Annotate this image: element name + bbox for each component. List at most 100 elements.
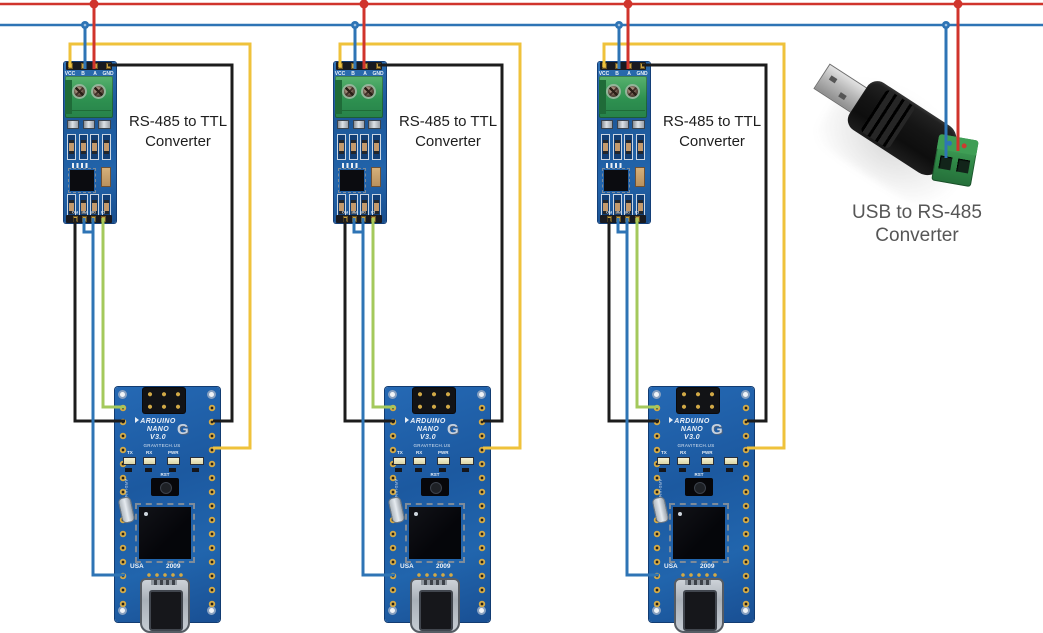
l13-led	[460, 457, 474, 465]
silkscreen-marks	[606, 163, 623, 168]
terminal-screw-icon	[606, 84, 621, 99]
arduino-nano-board-2: ARDUINO NANO V3.0 G GRAVITECH.US TX RX P…	[385, 387, 490, 633]
module-pin-vcc	[67, 63, 73, 69]
l13-led	[190, 457, 204, 465]
pwr-led	[701, 457, 714, 465]
reset-label: RST	[430, 472, 440, 477]
module-pin-re	[615, 216, 621, 222]
module-pin-re	[351, 216, 357, 222]
rs485-ttl-module-2: VCC B A GND RO R	[334, 62, 386, 223]
converter-label-line2: Converter	[415, 132, 481, 150]
led-label-rx: RX	[680, 450, 687, 455]
dongle-grip-ribs	[859, 88, 916, 150]
smd-component	[679, 468, 686, 472]
terminal-pcb-edge	[936, 133, 979, 156]
rs485-ttl-module-1: VCC B A GND RO R	[64, 62, 116, 223]
smd-resistor	[348, 134, 358, 160]
bottom-pin-row	[415, 572, 455, 578]
terminal-screw-icon	[342, 84, 357, 99]
usb-converter-label-line2: Converter	[875, 225, 959, 246]
atmega328-chip	[135, 503, 195, 563]
mini-usb-connector	[674, 578, 724, 633]
module-pin-vcc	[337, 63, 343, 69]
converter-label-line1: RS-485 to TTL	[398, 113, 498, 130]
converter-label-2: RS-485 to TTL Converter	[391, 112, 505, 151]
module-screw-terminal	[65, 76, 113, 118]
smd-component	[601, 120, 613, 129]
dongle-screw-terminal	[931, 133, 979, 188]
bottom-pin-row	[679, 572, 719, 578]
module-pin-ro	[342, 216, 348, 222]
mini-usb-connector	[410, 578, 460, 633]
smd-resistor	[67, 134, 76, 160]
reset-button	[685, 478, 713, 496]
reset-label: RST	[160, 472, 170, 477]
module-pin-b	[614, 63, 620, 69]
smd-resistor	[612, 134, 622, 160]
nano-right-pin-column	[741, 401, 751, 611]
smd-component	[726, 468, 733, 472]
smd-component	[192, 468, 199, 472]
led-label-tx: TX	[661, 450, 667, 455]
vendor-text: GRAVITECH.US	[143, 443, 181, 448]
smd-component	[462, 468, 469, 472]
smd-component	[415, 468, 422, 472]
pwr-led	[167, 457, 180, 465]
module-pin-di	[100, 216, 106, 222]
vendor-text: GRAVITECH.US	[677, 443, 715, 448]
reset-button	[151, 478, 179, 496]
terminal-screw-icon	[361, 84, 376, 99]
module-screw-terminal	[335, 76, 383, 118]
module-pin-a	[92, 63, 98, 69]
module-pin-ro	[606, 216, 612, 222]
module-pin-b	[80, 63, 86, 69]
rx-led	[677, 457, 690, 465]
usb-converter-label-line1: USB to RS-485	[852, 202, 982, 223]
smd-component	[703, 468, 710, 472]
smd-component	[617, 120, 629, 129]
smd-component	[98, 120, 111, 129]
arduino-nano-board-1: ARDUINO NANO V3.0 G GRAVITECH.US TX RX P…	[115, 387, 220, 633]
smd-component	[368, 120, 381, 129]
max485-chip	[68, 168, 96, 193]
silkscreen-marks	[72, 163, 89, 168]
nano-right-pin-column	[477, 401, 487, 611]
reset-button	[421, 478, 449, 496]
smd-component	[659, 468, 666, 472]
smd-component	[67, 120, 79, 129]
arduino-nano-board-3: ARDUINO NANO V3.0 G GRAVITECH.US TX RX P…	[649, 387, 754, 633]
year-text: 2009	[700, 563, 715, 570]
smd-resistor	[78, 134, 88, 160]
mounting-hole	[652, 390, 661, 399]
terminal-screw-icon	[91, 84, 106, 99]
smd-resistor	[371, 134, 381, 160]
smd-component	[145, 468, 152, 472]
module-pin-re	[81, 216, 87, 222]
module-pin-de	[90, 216, 96, 222]
smd-resistor	[101, 134, 111, 160]
mounting-hole	[118, 390, 127, 399]
smd-component	[439, 468, 446, 472]
converter-label-line2: Converter	[679, 132, 745, 150]
module-pin-di	[634, 216, 640, 222]
module-pin-di	[370, 216, 376, 222]
smd-resistor	[635, 134, 645, 160]
smd-component	[353, 120, 365, 129]
module-pin-gnd	[375, 63, 381, 69]
module-pin-a	[362, 63, 368, 69]
led-label-rx: RX	[146, 450, 153, 455]
tx-led	[393, 457, 406, 465]
mounting-hole	[388, 390, 397, 399]
smd-capacitor	[371, 167, 381, 187]
mounting-hole	[477, 390, 486, 399]
led-label-tx: TX	[397, 450, 403, 455]
tx-led	[123, 457, 136, 465]
icsp-header	[677, 388, 719, 413]
usa-text: USA	[664, 563, 678, 570]
reset-label: RST	[694, 472, 704, 477]
converter-label-line1: RS-485 to TTL	[128, 113, 228, 130]
year-text: 2009	[166, 563, 181, 570]
led-label-pwr: PWR	[168, 450, 179, 455]
module-pin-gnd	[105, 63, 111, 69]
